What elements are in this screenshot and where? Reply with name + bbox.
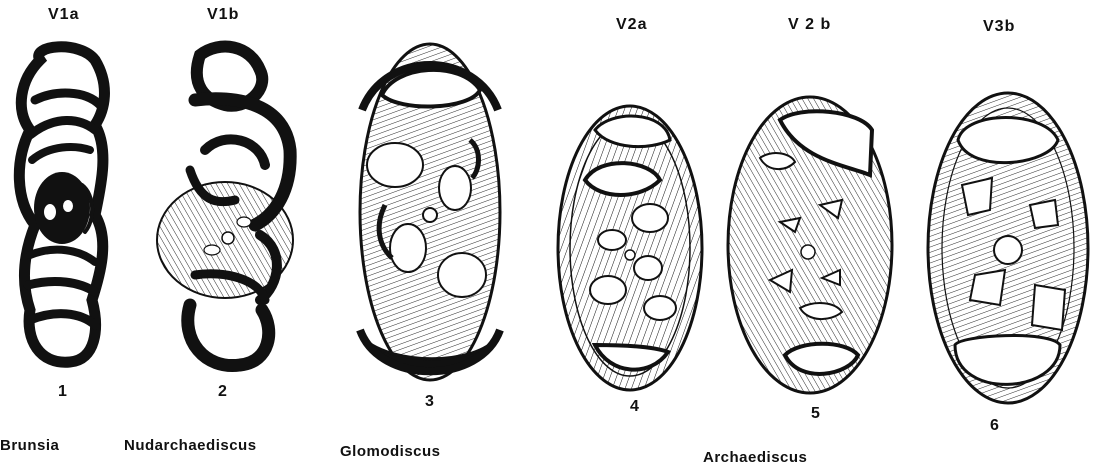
- specimen-5-drawing: [728, 97, 892, 393]
- specimen-number-1: 1: [58, 383, 67, 401]
- genus-glomodiscus: Glomodiscus: [340, 443, 441, 460]
- genus-nudarchaediscus: Nudarchaediscus: [124, 437, 257, 454]
- specimen-2-drawing: [157, 47, 293, 366]
- specimen-3-drawing: [360, 44, 500, 380]
- stage-label-1: V1a: [48, 6, 79, 24]
- specimen-number-3: 3: [425, 393, 434, 411]
- stage-label-2: V1b: [207, 6, 239, 24]
- specimen-6-drawing: [928, 93, 1088, 403]
- specimen-number-4: 4: [630, 398, 639, 416]
- genus-archaediscus: Archaediscus: [703, 449, 807, 466]
- specimen-1-drawing: [19, 47, 104, 362]
- specimen-number-2: 2: [218, 383, 227, 401]
- specimen-4-drawing: [558, 106, 702, 390]
- genus-brunsia: Brunsia: [0, 437, 59, 454]
- stage-label-4: V2a: [616, 16, 647, 34]
- stage-label-5: V 2 b: [788, 16, 831, 34]
- specimen-number-6: 6: [990, 417, 999, 435]
- specimen-number-5: 5: [811, 405, 820, 423]
- stage-label-6: V3b: [983, 18, 1015, 36]
